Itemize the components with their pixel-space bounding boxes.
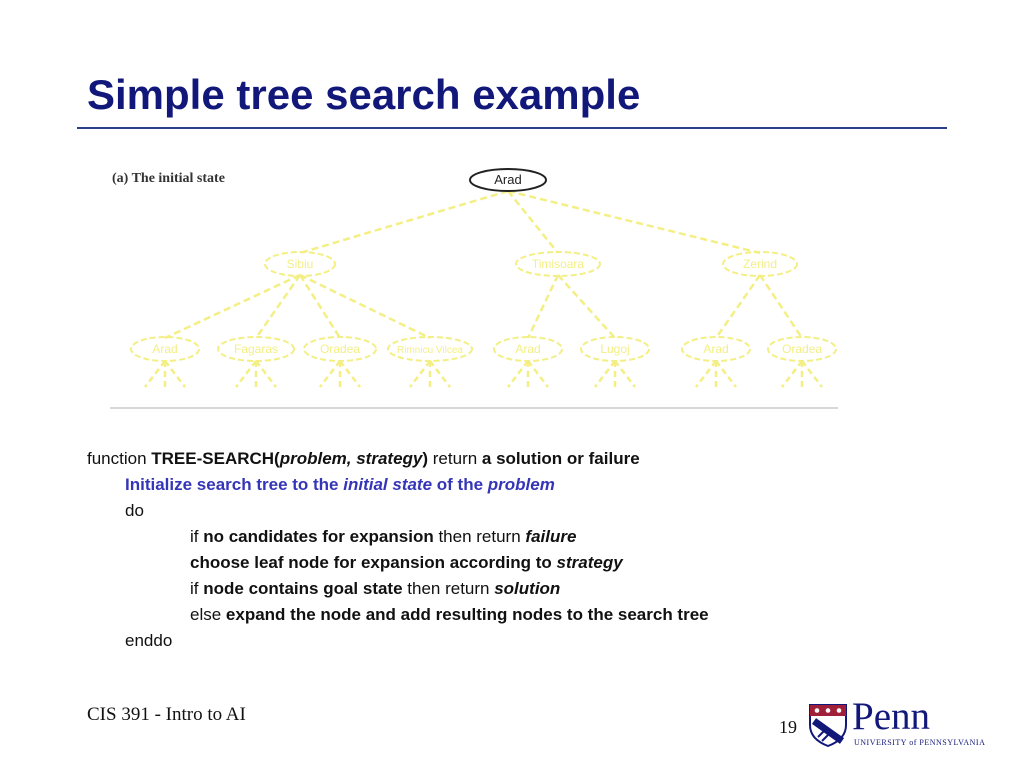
leaf-stub (781, 360, 823, 389)
figure-caption: (a) The initial state (112, 171, 225, 186)
pseudocode-line-5: choose leaf node for expansion according… (190, 550, 623, 576)
search-tree-diagram: (a) The initial state (110, 168, 838, 409)
tree-node-label: Fagaras (234, 342, 278, 356)
pseudocode-line-4: if no candidates for expansion then retu… (190, 524, 576, 550)
slide-title: Simple tree search example (87, 71, 641, 118)
function-name: TREE-SEARCH( (151, 449, 280, 468)
keyword-do: do (125, 501, 144, 520)
choose-leaf-text: choose leaf node for expansion according… (190, 553, 557, 572)
pseudocode-line-3: do (125, 498, 144, 524)
penn-logo: Penn UNIVERSITY of PENNSYLVANIA (808, 695, 985, 752)
tree-node (303, 336, 377, 362)
leaf-stub (594, 360, 636, 389)
tree-node-label: Rimnicu Vilcea (397, 345, 463, 356)
tree-node (387, 336, 473, 362)
goal-condition-text: node contains goal state (203, 579, 403, 598)
tree-node (722, 251, 798, 277)
leaf-stub (507, 360, 549, 389)
keyword-enddo: enddo (125, 631, 173, 650)
tree-edges (164, 189, 804, 340)
tree-edge (164, 273, 301, 340)
init-text-2: of the (432, 475, 488, 494)
tree-edge (299, 273, 431, 340)
solution-term: solution (494, 579, 561, 598)
keyword-then-return: then return (433, 527, 526, 546)
page-number: 19 (779, 717, 797, 737)
tree-edge (254, 274, 302, 339)
pseudocode-line-6: if node contains goal state then return … (190, 576, 560, 602)
keyword-if: if (190, 527, 204, 546)
initial-state-term: initial state (343, 475, 433, 494)
condition-text: no candidates for expansion (203, 527, 434, 546)
leaf-stub (409, 360, 451, 389)
level2-nodes (130, 336, 837, 362)
expand-text: expand the node and add resulting nodes … (225, 605, 709, 624)
tree-node-label: Lugoj (600, 342, 629, 356)
pseudocode-line-2: Initialize search tree to the initial st… (125, 472, 555, 498)
tree-edge (758, 274, 804, 339)
leaf-stub (235, 360, 277, 389)
title-divider (77, 127, 947, 129)
leaf-stub (319, 360, 361, 389)
failure-term: failure (525, 527, 577, 546)
tree-edge (507, 190, 559, 254)
penn-shield-icon (809, 704, 847, 747)
tree-node (515, 251, 601, 277)
footer-course-label: CIS 391 - Intro to AI (87, 704, 246, 725)
tree-node-label: Zerind (743, 257, 777, 271)
keyword-then-return: then return (402, 579, 495, 598)
tree-node (767, 336, 837, 362)
leaf-stub (695, 360, 737, 389)
tree-node (493, 336, 563, 362)
return-description: a solution or failure (481, 449, 640, 468)
tree-node-root (469, 168, 547, 192)
function-close-paren: ) (422, 449, 429, 468)
keyword-if: if (190, 579, 204, 598)
function-args: problem, strategy (279, 449, 423, 468)
tree-node-label: Arad (703, 342, 728, 356)
tree-node-label: Oradea (320, 342, 360, 356)
tree-node (264, 251, 336, 277)
pseudocode-line-7: else expand the node and add resulting n… (190, 602, 709, 628)
tree-edge (714, 274, 762, 339)
tree-node-label: Oradea (782, 342, 822, 356)
root-node-label: Arad (494, 172, 521, 187)
tree-edge (557, 274, 616, 339)
tree-node (217, 336, 295, 362)
tree-edge (507, 189, 761, 255)
tree-node-label: Arad (515, 342, 540, 356)
keyword-function: function (87, 449, 152, 468)
tree-edge (298, 274, 342, 339)
init-text: Initialize search tree to the (125, 475, 344, 494)
tree-node (580, 336, 650, 362)
keyword-return: return (428, 449, 482, 468)
strategy-term: strategy (556, 553, 623, 572)
penn-wordmark: Penn (852, 695, 930, 738)
tree-leaf-stubs (144, 360, 823, 389)
problem-term: problem (487, 475, 555, 494)
tree-node-label: Timisoara (532, 257, 585, 271)
tree-node-label: Arad (152, 342, 177, 356)
search-tree-figure: (a) The initial state (108, 155, 840, 413)
tree-node (681, 336, 751, 362)
tree-edge (299, 189, 509, 255)
penn-subtitle: UNIVERSITY of PENNSYLVANIA (854, 738, 986, 747)
level1-nodes (264, 251, 798, 277)
pseudocode-line-8: enddo (125, 628, 172, 654)
leaf-stub (144, 360, 186, 389)
keyword-else: else (190, 605, 226, 624)
pseudocode-line-1: function TREE-SEARCH(problem, strategy) … (87, 446, 640, 472)
tree-node-label: Sibiu (287, 257, 314, 271)
tree-node (130, 336, 200, 362)
tree-edge (526, 274, 560, 339)
